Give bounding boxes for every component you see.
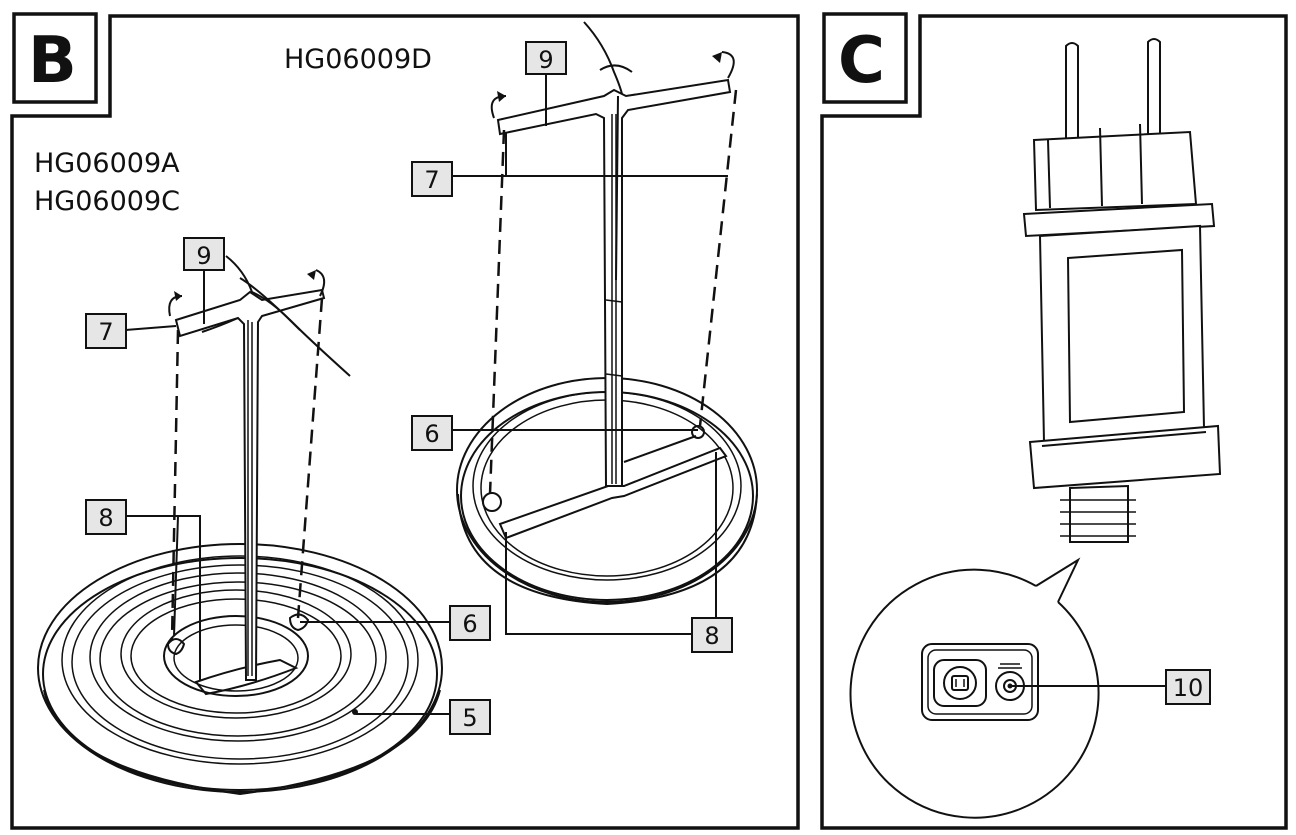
right-stand-frame [488,21,738,540]
right-base-hole-right [691,425,705,439]
callout-left-8: 8 [98,504,113,532]
left-base-cross [194,658,299,696]
panel-b-letter: B [28,24,77,98]
socket-housing [921,643,1039,721]
callout-box-left-5 [449,699,491,735]
callout-box-left-6 [449,605,491,641]
output-socket [933,659,987,707]
panel-c-frame [820,14,1288,830]
model-label-hg06009c: HG06009C [34,186,180,217]
panel-b-frame [10,14,800,830]
model-label-hg06009a: HG06009A [34,148,180,179]
callout-right-9: 9 [538,46,553,74]
adapter-label-area [1066,248,1186,424]
callout-left-9: 9 [196,242,211,270]
left-base-hole-left [166,638,186,656]
callout-right-7: 7 [424,166,439,194]
callout-box-left-7 [85,313,127,349]
left-stand-frame [168,255,351,681]
panel-b: B HG06009D HG06009A HG06009C [10,12,800,830]
prong-right [1147,38,1161,137]
callout-box-10 [1165,669,1211,705]
zoom-bubble [849,557,1100,819]
callout-box-left-9 [183,237,225,271]
callout-box-left-8 [85,499,127,535]
model-label-hg06009d: HG06009D [284,44,432,75]
panel-c: C [820,12,1288,830]
panel-c-letter-box [822,12,908,104]
panel-c-letter: C [838,24,885,98]
callout-right-8: 8 [704,622,719,650]
threaded-connector [1069,484,1129,543]
callout-left-5: 5 [462,704,477,732]
callout-left-7: 7 [98,318,113,346]
callout-right-6: 6 [424,420,439,448]
callout-10: 10 [1173,674,1204,702]
panel-b-letter-box [12,12,98,104]
callout-left-6: 6 [462,610,477,638]
callout-box-right-9 [525,41,567,75]
power-adapter [1022,38,1222,543]
right-base-hole-left [482,492,502,512]
prong-left [1065,42,1079,141]
left-stand-base [37,543,443,796]
callout-box-right-7 [411,161,453,197]
callout-box-right-6 [411,415,453,451]
callout-box-right-8 [691,617,733,653]
